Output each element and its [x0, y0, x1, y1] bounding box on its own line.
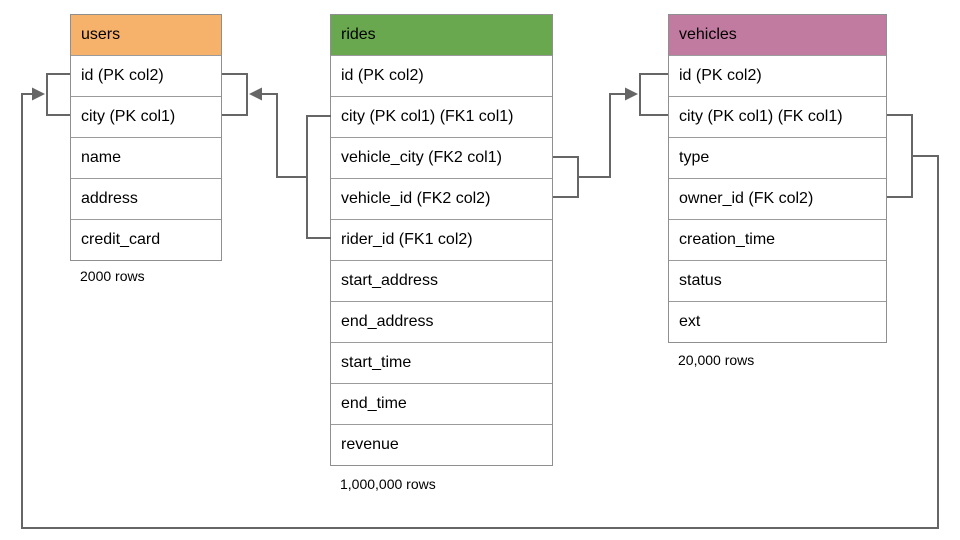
- table-users-header: users: [71, 15, 221, 55]
- column-row: city (PK col1) (FK1 col1): [331, 96, 552, 137]
- column-row: city (PK col1) (FK col1): [669, 96, 886, 137]
- column-row: status: [669, 260, 886, 301]
- column-row: rider_id (FK1 col2): [331, 219, 552, 260]
- table-users: users id (PK col2) city (PK col1) name a…: [70, 14, 222, 261]
- users-right-bracket: [222, 73, 248, 116]
- column-row: owner_id (FK col2): [669, 178, 886, 219]
- rides-to-users-elbow: [261, 93, 307, 178]
- column-row: id (PK col2): [669, 55, 886, 96]
- column-row: vehicle_id (FK2 col2): [331, 178, 552, 219]
- column-row: end_address: [331, 301, 552, 342]
- table-rides-row-count: 1,000,000 rows: [340, 476, 436, 492]
- connector-rides-to-vehicles: [553, 73, 668, 198]
- column-row: id (PK col2): [331, 55, 552, 96]
- column-row: start_address: [331, 260, 552, 301]
- table-vehicles-row-count: 20,000 rows: [678, 352, 755, 368]
- table-rides-header: rides: [331, 15, 552, 55]
- arrowhead-into-vehicles-left: [625, 87, 638, 101]
- column-row: vehicle_city (FK2 col1): [331, 137, 552, 178]
- connector-rides-to-users: [222, 73, 331, 239]
- table-rides: rides id (PK col2) city (PK col1) (FK1 c…: [330, 14, 553, 466]
- arrowhead-into-users-right: [249, 87, 262, 101]
- users-left-bracket: [46, 73, 70, 116]
- vehicles-right-bracket: [887, 114, 913, 198]
- column-row: end_time: [331, 383, 552, 424]
- vehicles-left-bracket: [639, 73, 668, 116]
- column-row: type: [669, 137, 886, 178]
- column-row: ext: [669, 301, 886, 342]
- column-row: creation_time: [669, 219, 886, 260]
- column-row: address: [71, 178, 221, 219]
- table-vehicles: vehicles id (PK col2) city (PK col1) (FK…: [668, 14, 887, 343]
- column-row: start_time: [331, 342, 552, 383]
- column-row: city (PK col1): [71, 96, 221, 137]
- rides-right-bracket: [553, 156, 579, 198]
- column-row: id (PK col2): [71, 55, 221, 96]
- arrowhead-into-users-left: [32, 87, 45, 101]
- column-row: name: [71, 137, 221, 178]
- table-vehicles-header: vehicles: [669, 15, 886, 55]
- rides-to-vehicles-elbow: [578, 93, 626, 178]
- column-row: credit_card: [71, 219, 221, 260]
- column-row: revenue: [331, 424, 552, 465]
- rides-left-bracket: [306, 115, 331, 239]
- table-users-row-count: 2000 rows: [80, 268, 145, 284]
